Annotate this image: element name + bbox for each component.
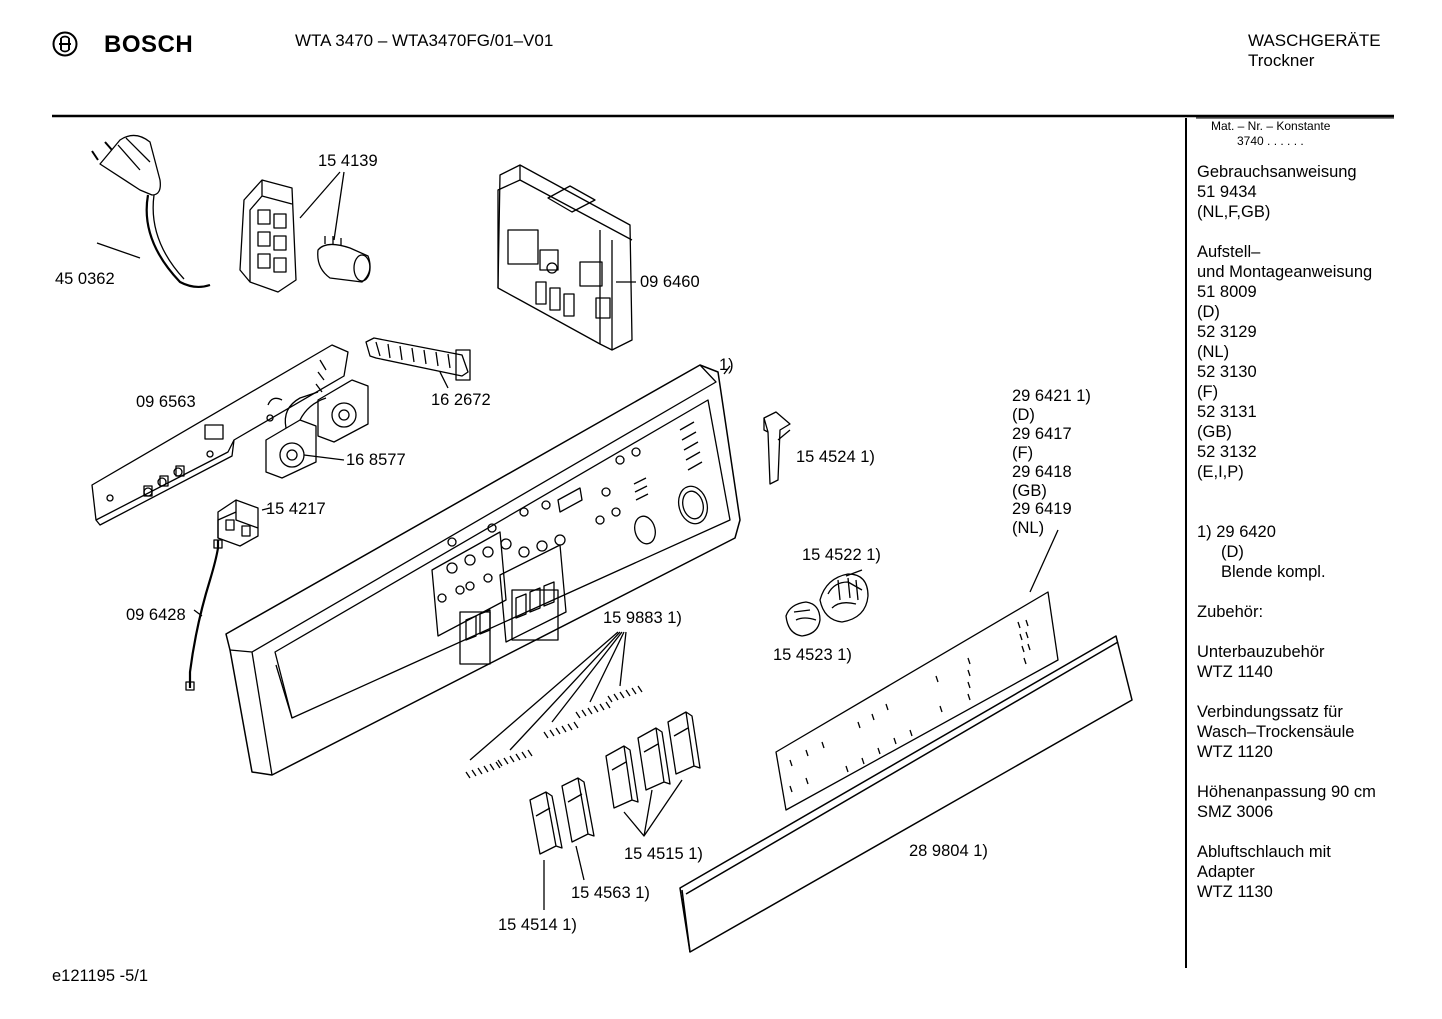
mat-nr-block: Mat. – Nr. – Konstante 3740 . . . . . . bbox=[1211, 119, 1330, 149]
note-gap bbox=[1197, 622, 1437, 642]
part-label-296419: 29 6419 bbox=[1012, 500, 1072, 518]
drawing-id: e121195 -5/1 bbox=[52, 967, 149, 985]
note-line: Adapter bbox=[1197, 863, 1255, 881]
note-line: Zubehör: bbox=[1197, 603, 1264, 621]
control-pcb bbox=[91, 344, 349, 526]
brand-name: BOSCH bbox=[104, 31, 194, 58]
ribbon-cable bbox=[365, 337, 471, 389]
note-line: (F) bbox=[1197, 383, 1219, 401]
part-label-096428: 09 6428 bbox=[126, 606, 186, 624]
part-label-154514: 15 4514 1) bbox=[498, 916, 577, 934]
note-line: (D) bbox=[1221, 543, 1244, 561]
note-line: 1) 29 6420 bbox=[1197, 523, 1276, 541]
part-label-096460: 09 6460 bbox=[640, 273, 700, 291]
note-line: Verbindungssatz für bbox=[1197, 703, 1343, 721]
note-line: und Montageanweisung bbox=[1197, 263, 1373, 281]
note-gap bbox=[1197, 582, 1437, 602]
note-line: 52 3130 bbox=[1197, 363, 1257, 381]
note-line: (D) bbox=[1197, 303, 1220, 321]
part-label-panel-ref: 1) bbox=[719, 356, 734, 374]
part-label-096563: 09 6563 bbox=[136, 393, 196, 411]
note-line: 52 3129 bbox=[1197, 323, 1257, 341]
part-label-159883: 15 9883 1) bbox=[603, 609, 682, 627]
front-cover-strip bbox=[679, 635, 1133, 953]
note-line: WTZ 1140 bbox=[1197, 663, 1273, 681]
part-label-296417: 29 6417 bbox=[1012, 425, 1072, 443]
part-label-154522: 15 4522 1) bbox=[802, 546, 881, 564]
part-label-296417-variant: (F) bbox=[1012, 444, 1034, 462]
category-title: WASCHGERÄTE bbox=[1248, 31, 1381, 50]
control-panel-fascia bbox=[225, 364, 741, 776]
bosch-armature-icon bbox=[52, 31, 78, 57]
springs bbox=[465, 631, 643, 779]
note-gap bbox=[1197, 762, 1437, 782]
part-label-296418: 29 6418 bbox=[1012, 463, 1072, 481]
mat-nr-value: 3740 . . . . . . bbox=[1237, 134, 1304, 148]
part-label-168577: 16 8577 bbox=[346, 451, 406, 469]
note-gap bbox=[1197, 822, 1437, 842]
panel-clip bbox=[763, 411, 791, 485]
part-label-450362: 45 0362 bbox=[55, 270, 115, 288]
part-label-154139: 15 4139 bbox=[318, 152, 378, 170]
note-line: Aufstell– bbox=[1197, 243, 1261, 261]
note-line: Gebrauchsanweisung bbox=[1197, 163, 1357, 181]
switch-component bbox=[217, 499, 271, 547]
note-line: Wasch–Trockensäule bbox=[1197, 723, 1355, 741]
connector-block bbox=[239, 171, 371, 293]
part-label-154217: 15 4217 bbox=[266, 500, 326, 518]
part-label-296418-variant: (GB) bbox=[1012, 482, 1047, 500]
part-label-154524: 15 4524 1) bbox=[796, 448, 875, 466]
note-line: 51 9434 bbox=[1197, 183, 1257, 201]
wire-harness bbox=[185, 539, 223, 691]
note-line: Blende kompl. bbox=[1221, 563, 1326, 581]
note-gap bbox=[1197, 222, 1437, 242]
subcategory-title: Trockner bbox=[1248, 51, 1315, 70]
note-line: WTZ 1120 bbox=[1197, 743, 1273, 761]
part-label-296421-variant: (D) bbox=[1012, 406, 1035, 424]
part-label-296419-variant: (NL) bbox=[1012, 519, 1045, 537]
part-label-154523: 15 4523 1) bbox=[773, 646, 852, 664]
note-line: (E,I,P) bbox=[1197, 463, 1244, 481]
model-title: WTA 3470 – WTA3470FG/01–V01 bbox=[295, 31, 554, 50]
note-gap bbox=[1197, 482, 1437, 522]
mat-nr-label: Mat. – Nr. – Konstante bbox=[1211, 119, 1331, 133]
part-label-154515: 15 4515 1) bbox=[624, 845, 703, 863]
note-line: (NL) bbox=[1197, 343, 1230, 361]
side-panel-notes: Gebrauchsanweisung 51 9434 (NL,F,GB) Auf… bbox=[1197, 162, 1437, 902]
note-line: (NL,F,GB) bbox=[1197, 203, 1271, 221]
note-gap bbox=[1197, 682, 1437, 702]
note-line: (GB) bbox=[1197, 423, 1232, 441]
part-label-289804: 28 9804 1) bbox=[909, 842, 988, 860]
note-line: Höhenanpassung 90 cm bbox=[1197, 783, 1376, 801]
control-overlay-foil bbox=[775, 529, 1059, 811]
rotary-knobs bbox=[785, 569, 869, 637]
part-label-296421: 29 6421 1) bbox=[1012, 387, 1091, 405]
note-line: 52 3131 bbox=[1197, 403, 1257, 421]
electronic-module bbox=[497, 164, 636, 351]
push-buttons bbox=[529, 711, 701, 910]
note-line: Unterbauzubehör bbox=[1197, 643, 1325, 661]
note-line: SMZ 3006 bbox=[1197, 803, 1274, 821]
bosch-logo bbox=[52, 31, 78, 62]
part-label-154563: 15 4563 1) bbox=[571, 884, 650, 902]
note-line: 51 8009 bbox=[1197, 283, 1257, 301]
potentiometers bbox=[265, 379, 369, 479]
note-line: 52 3132 bbox=[1197, 443, 1257, 461]
part-label-162672: 16 2672 bbox=[431, 391, 491, 409]
power-plug-cable bbox=[91, 134, 211, 289]
note-line: WTZ 1130 bbox=[1197, 883, 1273, 901]
note-line: Abluftschlauch mit bbox=[1197, 843, 1331, 861]
